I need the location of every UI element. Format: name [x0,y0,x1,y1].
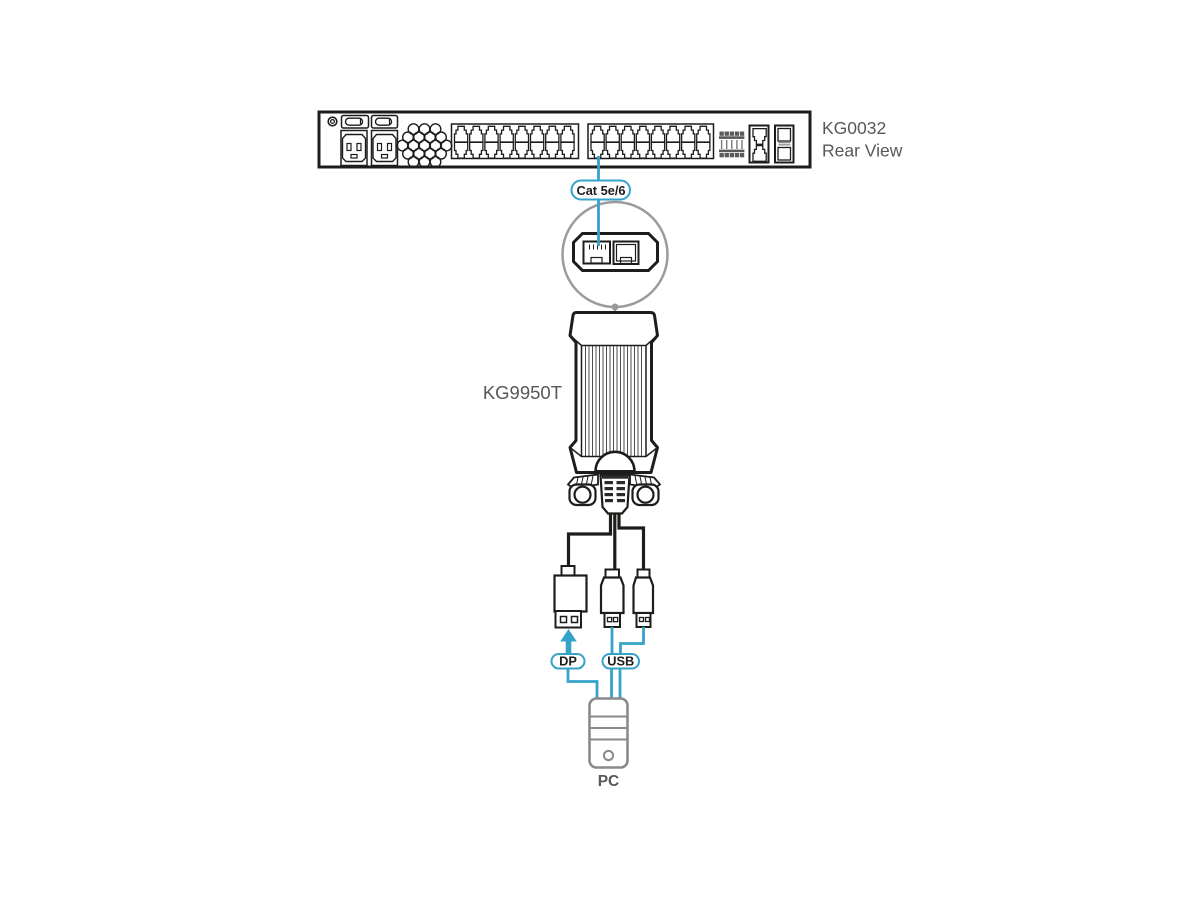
usb-connector-2 [632,568,655,628]
dual-lan-ports [748,124,770,164]
cable-boot [599,473,631,515]
cat-cable-link: Cat 5e/6 [570,156,631,246]
port-bank-1 [450,123,580,160]
zoom-callout-circle [561,200,669,313]
rj45-jack-left [582,240,611,265]
dp-pill-group: DP [550,653,586,670]
cat5e6-label: Cat 5e/6 [576,183,625,198]
port-bank-2 [587,123,715,160]
terminal-block [719,131,745,158]
dp-connector [553,565,588,629]
cable-split [566,513,646,571]
power-inlet-1 [340,129,368,167]
signal-lines [566,627,645,699]
dp-label: DP [559,653,577,668]
power-switch-1 [340,114,370,129]
callout-dot [611,303,619,311]
rack-model-label: KG0032 [822,118,886,138]
usb-connector-1 [599,568,625,628]
rack-view-label: Rear View [822,141,903,161]
fan-vent [396,123,453,168]
rj45-jack-right [612,240,640,265]
serial-module [774,124,795,164]
cable-dome [594,450,636,473]
device-bevels [569,334,658,458]
usb-label: USB [607,653,634,668]
power-switch-2 [370,114,399,129]
power-button [602,749,615,762]
kg9950t-device [566,311,662,571]
transmitter-model-label: KG9950T [483,382,562,403]
kg0032-rear-panel [317,110,812,169]
usb-pill-group: USB [601,653,640,670]
thumbscrew-ears [568,483,660,507]
cat5e6-pill [570,179,631,201]
usb2-line [619,627,645,654]
usb-pill [601,653,640,670]
dp-pill [550,653,586,670]
dp-arrow [560,629,577,655]
dp-to-pc-line [566,668,599,699]
pc-label: PC [598,773,620,790]
heatsink-ridges [585,346,642,456]
pc-tower [588,697,629,769]
ground-screw [327,116,338,127]
